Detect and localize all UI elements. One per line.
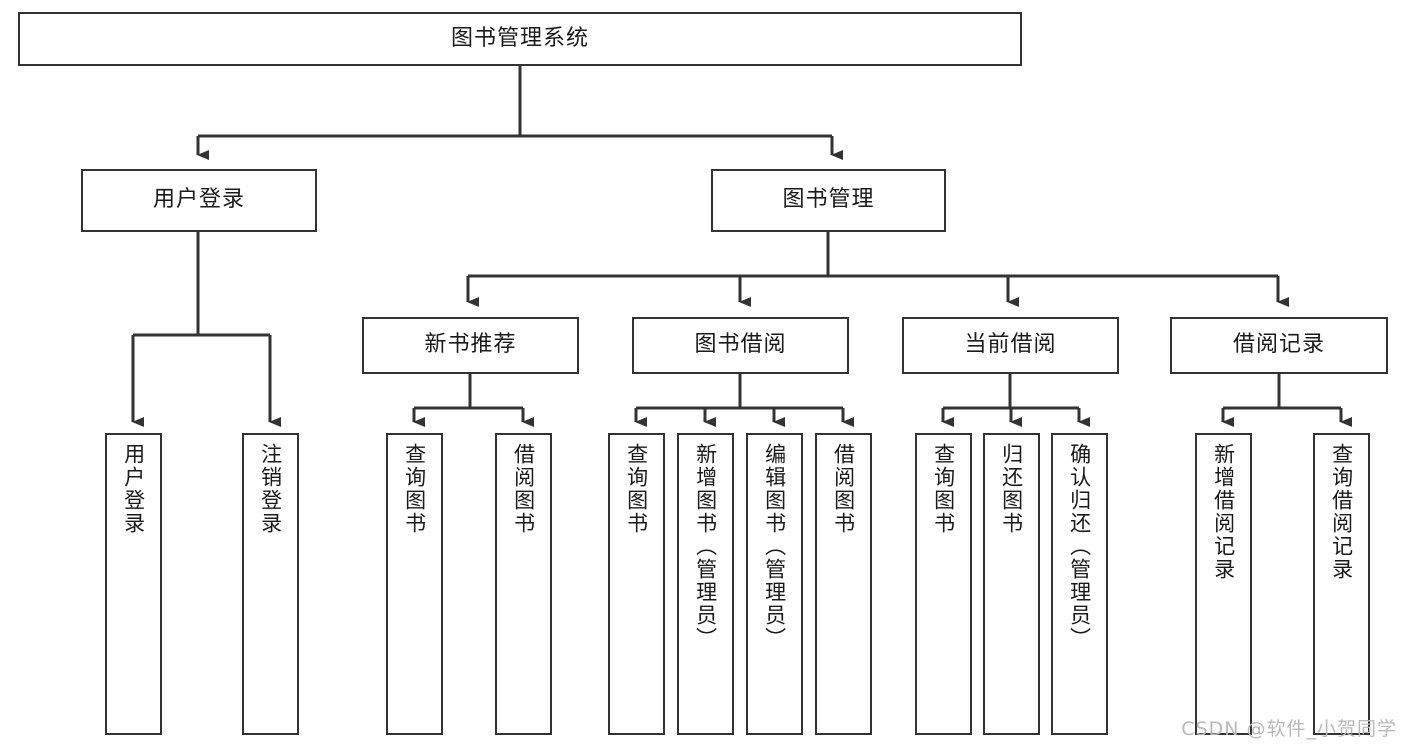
node-label: 当前借阅 — [964, 332, 1057, 358]
node-book-management[interactable]: 图书管理 — [711, 169, 946, 232]
watermark-text: CSDN @软件_小贺同学 — [1181, 718, 1397, 740]
node-label: 查询图书 — [931, 443, 956, 535]
node-label: 用户登录 — [121, 443, 146, 535]
leaf-borrow-book[interactable]: 借阅图书 — [815, 433, 872, 735]
leaf-edit-book-admin[interactable]: 编辑图书（管理员） — [746, 433, 803, 735]
leaf-add-book-admin[interactable]: 新增图书（管理员） — [677, 433, 734, 735]
leaf-confirm-return-admin[interactable]: 确认归还（管理员） — [1051, 433, 1108, 735]
node-label: 确认归还（管理员） — [1067, 443, 1092, 650]
node-book-borrow[interactable]: 图书借阅 — [632, 317, 849, 374]
node-label: 图书借阅 — [694, 332, 787, 358]
node-label: 查询图书 — [624, 443, 649, 535]
leaf-add-borrow-record[interactable]: 新增借阅记录 — [1195, 433, 1252, 735]
node-borrow-record[interactable]: 借阅记录 — [1170, 317, 1388, 374]
leaf-query-book-current[interactable]: 查询图书 — [915, 433, 972, 735]
leaf-query-book-borrow[interactable]: 查询图书 — [608, 433, 665, 735]
node-root-system[interactable]: 图书管理系统 — [18, 12, 1022, 66]
leaf-query-borrow-record[interactable]: 查询借阅记录 — [1313, 433, 1370, 735]
leaf-query-book-recommend[interactable]: 查询图书 — [386, 433, 443, 735]
leaf-borrow-book-recommend[interactable]: 借阅图书 — [495, 433, 552, 735]
leaf-logout[interactable]: 注销登录 — [242, 433, 299, 735]
node-new-book-recommend[interactable]: 新书推荐 — [362, 317, 579, 374]
node-label: 借阅图书 — [511, 443, 536, 535]
leaf-return-book[interactable]: 归还图书 — [983, 433, 1040, 735]
node-label: 新增借阅记录 — [1211, 443, 1236, 581]
node-label: 归还图书 — [999, 443, 1024, 535]
node-label: 查询图书 — [402, 443, 427, 535]
leaf-user-login[interactable]: 用户登录 — [105, 433, 162, 735]
node-label: 借阅图书 — [831, 443, 856, 535]
node-label: 图书管理系统 — [450, 25, 589, 51]
node-label: 借阅记录 — [1232, 332, 1325, 358]
node-label: 查询借阅记录 — [1329, 443, 1354, 581]
node-label: 注销登录 — [258, 443, 283, 535]
node-user-login[interactable]: 用户登录 — [81, 169, 317, 232]
node-label: 新书推荐 — [424, 332, 517, 358]
node-label: 用户登录 — [152, 187, 245, 213]
node-label: 编辑图书（管理员） — [762, 443, 787, 650]
node-label: 图书管理 — [782, 187, 875, 213]
node-current-borrow[interactable]: 当前借阅 — [902, 317, 1119, 374]
node-label: 新增图书（管理员） — [693, 443, 718, 650]
